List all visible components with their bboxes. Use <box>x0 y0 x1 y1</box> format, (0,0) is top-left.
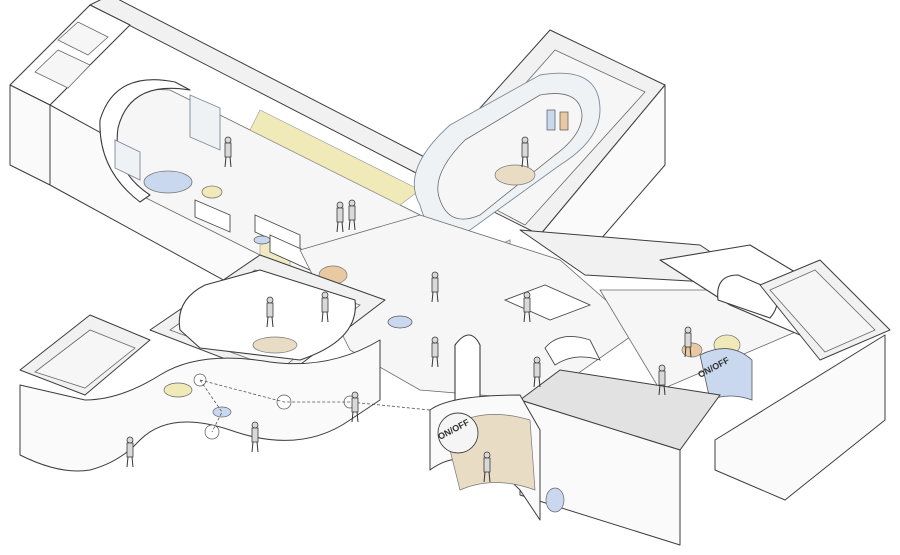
person-10 <box>533 356 541 388</box>
person-2 <box>336 201 344 233</box>
east-wing: ON/OFF <box>518 229 891 546</box>
entrance-sign-disc <box>437 412 479 454</box>
person-1 <box>224 136 232 168</box>
yellow-corridor-floor <box>249 109 421 206</box>
capsule-rug-tan <box>494 164 536 186</box>
person-12 <box>658 364 666 396</box>
far-east-room-floor <box>769 269 876 353</box>
round-rug <box>143 170 193 194</box>
person-3 <box>348 199 356 231</box>
round-rug-yellow <box>201 185 223 199</box>
storage-room-block <box>9 4 131 106</box>
facade-blue-oval <box>212 406 232 418</box>
blue-bin <box>546 109 556 131</box>
person-14 <box>251 421 259 453</box>
orange-bin <box>559 111 569 131</box>
far-east-room-front <box>714 334 886 501</box>
person-8 <box>523 291 531 323</box>
person-6 <box>431 271 439 303</box>
sw-corner-floor <box>34 329 136 389</box>
wavy-facade <box>19 339 381 472</box>
person-4 <box>266 296 274 328</box>
people <box>126 136 692 483</box>
person-11 <box>684 326 692 358</box>
storage-room-b-floor <box>34 49 91 89</box>
blue-round-rug <box>387 315 413 329</box>
sw-rug <box>252 336 298 354</box>
person-15 <box>126 436 134 468</box>
person-9 <box>521 136 529 168</box>
person-7 <box>431 336 439 368</box>
shelf-glass-1 <box>189 94 221 151</box>
counter-1 <box>194 199 231 233</box>
person-16 <box>483 451 491 483</box>
entrance-blue-oval <box>545 487 565 513</box>
storage-room-a-floor <box>57 21 109 56</box>
capsule-inner-floor <box>437 93 583 220</box>
blue-pouf <box>253 235 271 245</box>
person-5 <box>321 291 329 323</box>
curved-bench <box>544 335 601 366</box>
shelf-glass-2 <box>114 139 141 181</box>
facade-connector-lines <box>199 379 431 433</box>
person-13 <box>351 391 359 423</box>
facade-yellow-oval <box>163 382 193 398</box>
central-hall <box>299 214 641 421</box>
